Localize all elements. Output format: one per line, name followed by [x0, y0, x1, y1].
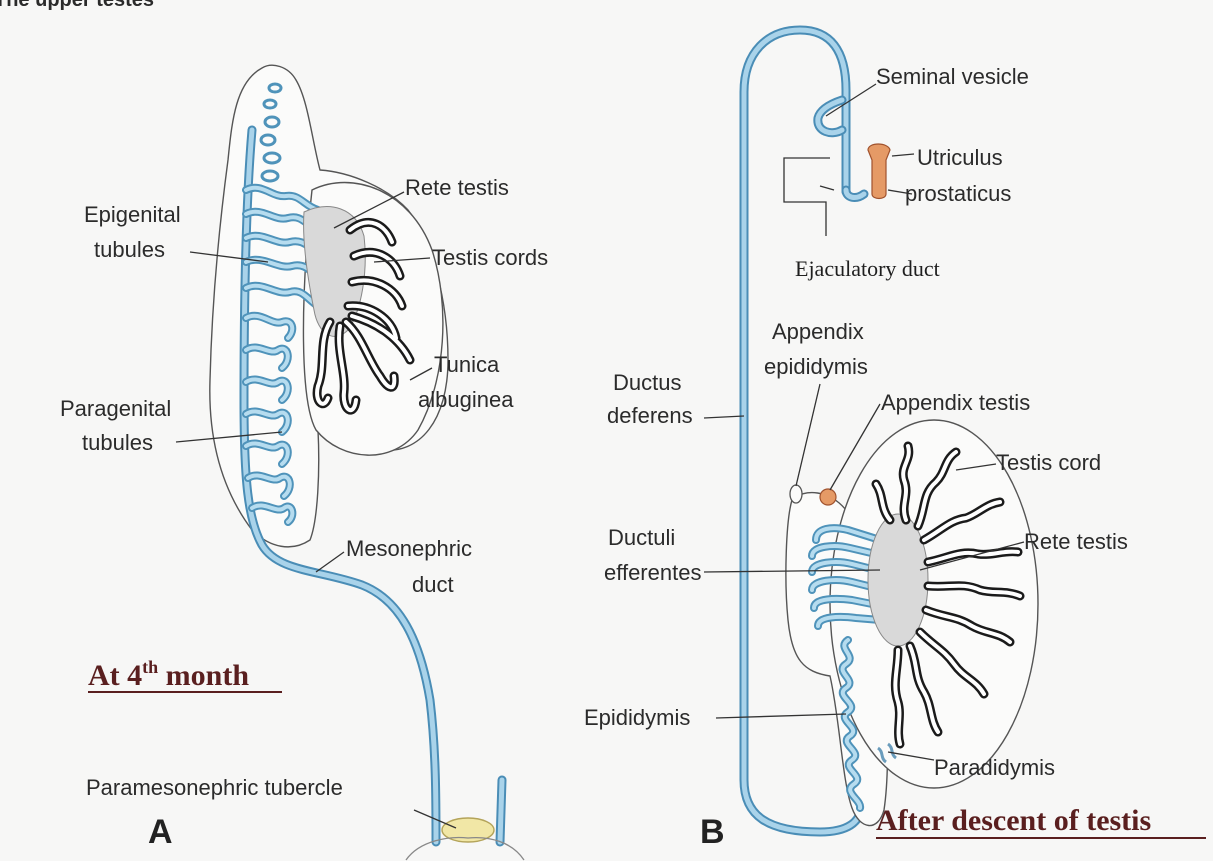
label-appendix-epididymis-line1: Appendix — [772, 319, 864, 344]
appendix-epididymis — [790, 485, 802, 503]
panel-a-title-sup: th — [142, 657, 158, 677]
panel-b-letter: B — [700, 813, 725, 851]
label-testis-cords: Testis cords — [432, 245, 548, 270]
label-epigenital-line2: tubules — [94, 237, 165, 262]
label-seminal-vesicle: Seminal vesicle — [876, 64, 1029, 89]
label-rete-testis-a: Rete testis — [405, 175, 509, 200]
label-tunica-line1: Tunica — [434, 352, 500, 377]
svg-text:At 4th month: At 4th month — [88, 657, 249, 692]
label-tunica-line2: albuginea — [418, 387, 514, 412]
label-paradidymis: Paradidymis — [934, 755, 1055, 780]
label-ductuli-line1: Ductuli — [608, 525, 675, 550]
label-paramesonephric-tubercle: Paramesonephric tubercle — [86, 775, 343, 800]
panel-a-letter: A — [148, 813, 173, 851]
panel-a-title-prefix: At 4 — [88, 659, 142, 692]
label-paragenital-line2: tubules — [82, 430, 153, 455]
label-ejaculatory-duct: Ejaculatory duct — [795, 256, 940, 281]
label-rete-testis-b: Rete testis — [1024, 529, 1128, 554]
label-epigenital-line1: Epigenital — [84, 202, 181, 227]
label-utriculus-line2: prostaticus — [905, 181, 1011, 206]
header-text: The upper testes — [0, 0, 154, 11]
appendix-testis — [820, 489, 836, 505]
panel-a: Rete testis Epigenital tubules Testis co… — [60, 65, 548, 860]
label-epididymis: Epididymis — [584, 705, 690, 730]
panel-b-title-text: After descent of testis — [876, 804, 1151, 837]
label-ductus-line1: Ductus — [613, 370, 681, 395]
label-mesonephric-line1: Mesonephric — [346, 536, 472, 561]
label-ductuli-line2: efferentes — [604, 560, 701, 585]
label-utriculus-line1: Utriculus — [917, 145, 1003, 170]
utriculus-prostaticus — [868, 144, 890, 199]
rete-testis-b — [868, 514, 928, 646]
label-appendix-epididymis-line2: epididymis — [764, 354, 868, 379]
label-mesonephric-line2: duct — [412, 572, 454, 597]
label-ductus-line2: deferens — [607, 403, 693, 428]
label-paragenital-line1: Paragenital — [60, 396, 171, 421]
panel-a-title: At 4th month — [88, 657, 282, 692]
panel-b: Seminal vesicle Utriculus prostaticus Ej… — [584, 30, 1206, 851]
ejaculatory-bracket — [784, 158, 834, 236]
panel-b-title: After descent of testis — [876, 804, 1206, 838]
panel-a-title-suffix: month — [158, 659, 249, 692]
label-appendix-testis: Appendix testis — [881, 390, 1030, 415]
label-testis-cord: Testis cord — [996, 450, 1101, 475]
